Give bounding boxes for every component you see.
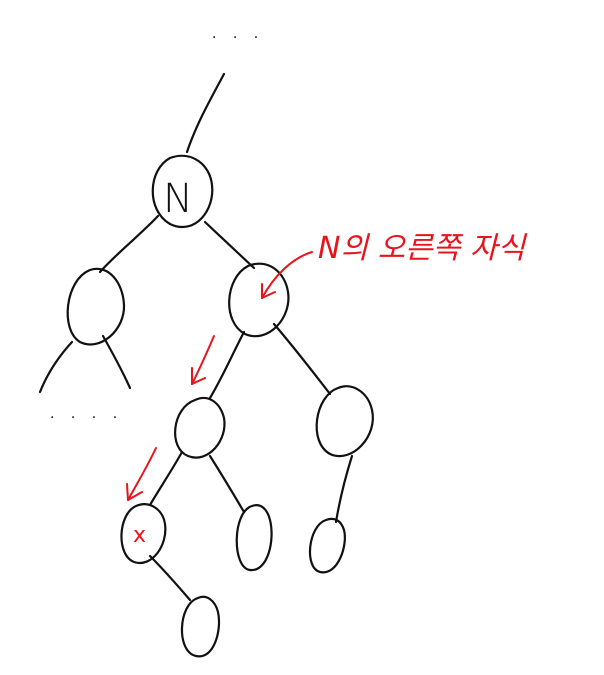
edge-rc-left-to-x xyxy=(148,450,184,507)
node-n: N xyxy=(151,154,214,229)
node-x-right-child xyxy=(180,595,221,658)
node-rc-left-right-child xyxy=(235,504,273,572)
edge-n-to-right xyxy=(203,220,256,270)
top-ellipsis: . . . xyxy=(212,26,264,42)
edge-right-child-to-right xyxy=(272,322,332,396)
edge-x-to-right-child xyxy=(148,554,192,602)
left-ellipsis: . . . . xyxy=(50,406,123,422)
node-n-left-child xyxy=(66,267,126,346)
node-n-label: N xyxy=(163,176,193,222)
edge-rc-right-to-child xyxy=(334,454,354,524)
node-rc-right xyxy=(315,385,374,457)
node-x: x xyxy=(120,503,167,565)
edge-left-child-down-right xyxy=(101,334,132,390)
path-arrow-1 xyxy=(191,335,215,385)
edge-left-child-down-left xyxy=(38,340,74,394)
node-rc-left xyxy=(174,396,226,459)
node-n-right-child xyxy=(228,262,290,338)
edge-parent-to-n xyxy=(185,72,226,154)
annotation-label: N의 오른쪽 자식 xyxy=(318,231,528,266)
path-arrow-2 xyxy=(126,447,157,501)
annotation-arrow xyxy=(261,251,313,299)
node-x-label: x xyxy=(133,523,146,548)
edge-right-child-to-left xyxy=(208,330,246,400)
edge-rc-left-to-right xyxy=(208,454,246,514)
node-rc-right-child xyxy=(308,517,346,574)
edge-n-to-left xyxy=(98,214,160,274)
